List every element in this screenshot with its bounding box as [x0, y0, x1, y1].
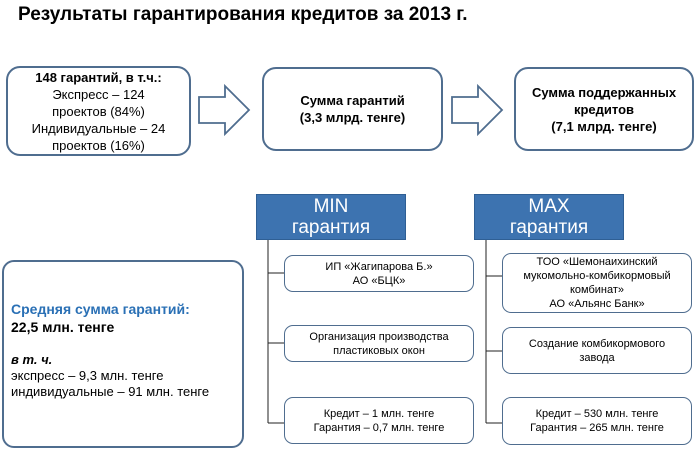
max-item1-line2: мукомольно-комбикормовый — [523, 270, 671, 282]
average-including-label: в т. ч. — [11, 352, 53, 367]
average-individual: индивидуальные – 91 млн. тенге — [11, 384, 210, 399]
min-item2-line1: Организация производства — [309, 330, 449, 343]
max-item1-line1: ТОО «Шемонаихинский — [536, 256, 658, 268]
box1-line1: 148 гарантий, в т.ч.: — [35, 69, 162, 85]
max-item3-line1: Кредит – 530 млн. тенге — [535, 408, 659, 420]
min-item3-line2: Гарантия – 0,7 млн. тенге — [313, 421, 445, 434]
min-item3-line1: Кредит – 1 млн. тенге — [323, 407, 435, 420]
box3-line3: (7,1 млрд. тенге) — [551, 118, 657, 134]
box2-line1: Сумма гарантий — [300, 93, 405, 108]
min-borrower-box: ИП «Жагипарова Б.» АО «БЦК» — [284, 255, 474, 292]
guarantee-sum-box: Сумма гарантий (3,3 млрд. тенге) — [262, 67, 443, 151]
arrow-right-icon — [451, 83, 504, 137]
min-item2-line2: пластиковых окон — [333, 344, 425, 357]
max-amount-box: Кредит – 530 млн. тенге Гарантия – 265 м… — [502, 397, 692, 445]
max-item2-line2: завода — [579, 351, 615, 364]
average-guarantee-box: Средняя сумма гарантий: 22,5 млн. тенге … — [2, 260, 244, 448]
min-header-line2: гарантия — [291, 217, 371, 238]
max-item2-line1: Создание комбикормового — [528, 337, 666, 350]
min-item1-line2: АО «БЦК» — [352, 274, 406, 287]
max-header-line1: MAX — [528, 196, 570, 217]
box1-line3: проектов (84%) — [52, 103, 145, 119]
box1-line2: Экспресс – 124 — [52, 86, 145, 102]
max-guarantee-header: MAX гарантия — [474, 194, 624, 240]
average-title: Средняя сумма гарантий: — [11, 301, 190, 317]
max-item1-line3: комбинат» — [569, 284, 625, 296]
box1-line4: Индивидуальные – 24 — [31, 120, 166, 136]
max-item1-line4: АО «Альянс Банк» — [549, 298, 645, 310]
box2-line2: (3,3 млрд. тенге) — [299, 110, 406, 125]
average-express: экспресс – 9,3 млн. тенге — [11, 368, 164, 383]
average-sum: 22,5 млн. тенге — [11, 319, 115, 335]
max-project-box: Создание комбикормового завода — [502, 327, 692, 374]
box1-line5: проектов (16%) — [52, 137, 145, 153]
page-title: Результаты гарантирования кредитов за 20… — [18, 4, 468, 25]
max-borrower-box: ТОО «Шемонаихинский мукомольно-комбикорм… — [502, 253, 692, 313]
guarantees-count-box: 148 гарантий, в т.ч.: Экспресс – 124 про… — [6, 66, 191, 156]
max-item3-line2: Гарантия – 265 млн. тенге — [530, 422, 664, 434]
min-header-line1: MIN — [313, 196, 349, 217]
max-header-line2: гарантия — [509, 217, 589, 238]
min-project-box: Организация производства пластиковых око… — [284, 325, 474, 362]
box3-line2: кредитов — [573, 101, 635, 117]
supported-loans-box: Сумма поддержанных кредитов (7,1 млрд. т… — [514, 67, 694, 151]
min-item1-line1: ИП «Жагипарова Б.» — [325, 260, 433, 273]
min-guarantee-header: MIN гарантия — [256, 194, 406, 240]
min-amount-box: Кредит – 1 млн. тенге Гарантия – 0,7 млн… — [284, 397, 474, 444]
box3-line1: Сумма поддержанных — [531, 84, 677, 100]
arrow-right-icon — [198, 83, 251, 137]
